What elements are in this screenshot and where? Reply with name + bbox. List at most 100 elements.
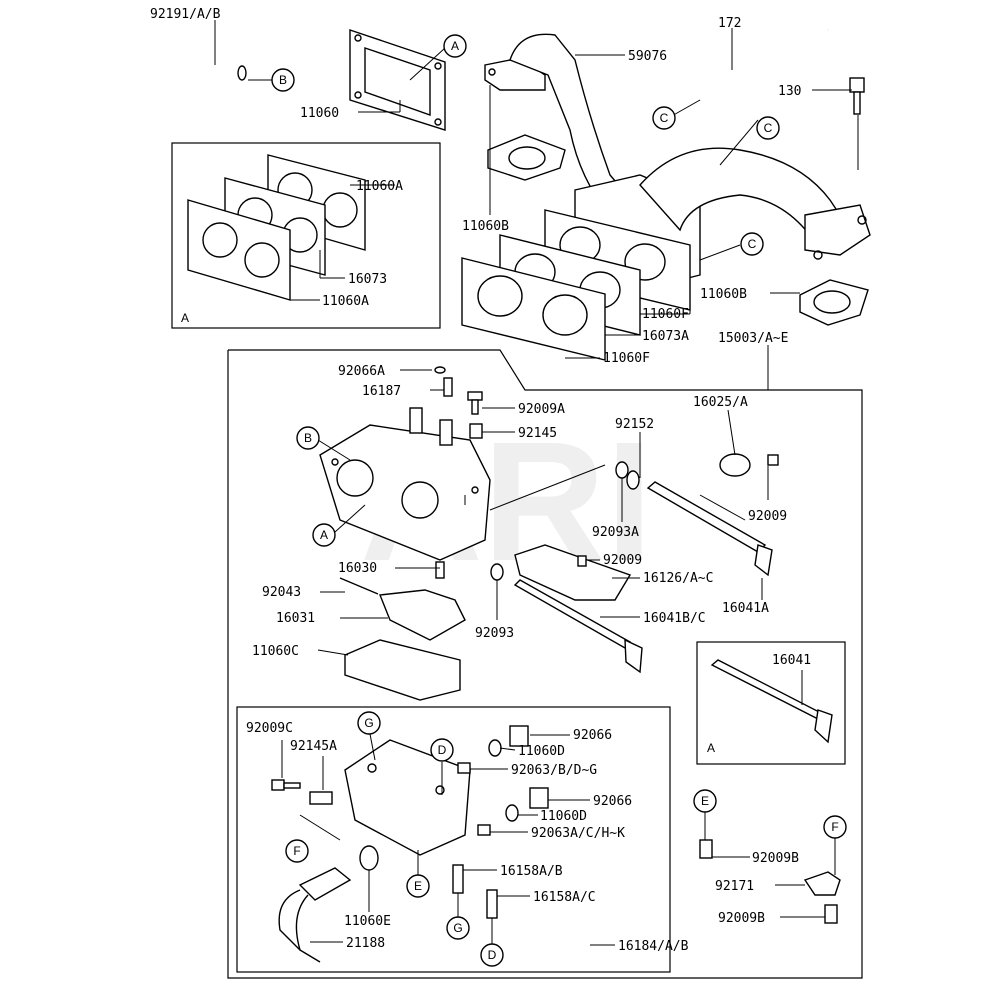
label-11060e: 11060E — [344, 914, 391, 929]
label-16025: 16025/A — [693, 395, 748, 410]
label-92063achk: 92063A/C/H~K — [531, 826, 625, 841]
callout-g-bowl: G — [357, 711, 381, 735]
part-labels: 92191/A/B 11060 59076 172 130 11060A 160… — [150, 7, 811, 954]
svg-text:B: B — [279, 73, 287, 87]
svg-text:D: D — [488, 948, 497, 962]
callout-e-right: E — [693, 789, 717, 813]
label-11060a-2: 11060A — [322, 294, 369, 309]
label-92009b-2: 92009B — [718, 911, 765, 926]
label-16158ab: 16158A/B — [500, 864, 563, 879]
svg-text:D: D — [438, 743, 447, 757]
label-92066-1: 92066 — [573, 728, 612, 743]
label-11060d-1: 11060D — [518, 744, 565, 759]
callout-b-carb: B — [296, 426, 320, 450]
label-11060d-2: 11060D — [540, 809, 587, 824]
callout-e-bowl: E — [406, 874, 430, 898]
screw-16158-1 — [452, 864, 464, 894]
gasket-11060c — [344, 639, 461, 701]
label-11060: 11060 — [300, 106, 339, 121]
jet-92063-2 — [477, 824, 491, 836]
float-16031 — [379, 589, 466, 641]
label-130: 130 — [778, 84, 801, 99]
stud-172 — [699, 28, 829, 102]
label-92191: 92191/A/B — [150, 7, 221, 22]
label-92063bdg: 92063/B/D~G — [511, 763, 597, 778]
carburetor-body — [319, 407, 491, 561]
bolt-92009b-2 — [824, 904, 838, 924]
label-92066-2: 92066 — [593, 794, 632, 809]
svg-text:B: B — [304, 431, 312, 445]
seal-92152 — [626, 470, 640, 490]
label-92066a: 92066A — [338, 364, 385, 379]
label-16073: 16073 — [348, 272, 387, 287]
shaft-16041a — [646, 481, 773, 577]
spring-92145a — [309, 791, 333, 805]
label-92152: 92152 — [615, 417, 654, 432]
gasket-11060 — [349, 29, 446, 131]
label-92145: 92145 — [518, 426, 557, 441]
label-92009-2: 92009 — [603, 553, 642, 568]
svg-text:C: C — [748, 237, 757, 251]
label-11060b-2: 11060B — [700, 287, 747, 302]
svg-text:F: F — [293, 844, 300, 858]
spring-92145 — [469, 423, 483, 439]
plug-92066-1 — [509, 725, 529, 747]
label-16126: 16126/A~C — [643, 571, 713, 586]
label-16041a: 16041A — [722, 601, 769, 616]
bolt-130 — [849, 77, 865, 115]
ring-11060d-1 — [488, 739, 502, 757]
label-92145a: 92145A — [290, 739, 337, 754]
callout-c-pipe-mid: C — [740, 232, 764, 256]
box-a-letter-shaft: A — [707, 741, 715, 755]
label-92009b-1: 92009B — [752, 851, 799, 866]
label-92171: 92171 — [715, 879, 754, 894]
svg-text:E: E — [414, 879, 422, 893]
callout-a-gasket: A — [443, 34, 467, 58]
screw-92009 — [767, 454, 779, 466]
label-16031: 16031 — [276, 611, 315, 626]
label-92043: 92043 — [262, 585, 301, 600]
label-21188: 21188 — [346, 936, 385, 951]
gasket-11060b-lower — [799, 279, 869, 326]
callout-f-bowl: F — [285, 839, 309, 863]
plate-16126 — [514, 544, 632, 601]
callout-b-hose: B — [271, 68, 295, 92]
plug-92066-2 — [529, 787, 549, 809]
svg-text:C: C — [764, 121, 773, 135]
label-92009a: 92009A — [518, 402, 565, 417]
label-11060f-1: 11060F — [642, 307, 689, 322]
bolt-92009b-1 — [699, 839, 713, 859]
callout-c-pipe-top: C — [756, 116, 780, 140]
valve-16025 — [719, 453, 751, 477]
svg-text:G: G — [453, 921, 462, 935]
shaft-16041bc — [513, 579, 643, 674]
carburetor-assembly-box — [227, 349, 863, 979]
callout-c-stud: C — [652, 106, 676, 130]
label-11060c: 11060C — [252, 644, 299, 659]
leader-lines — [214, 20, 859, 946]
washer-92093 — [490, 563, 504, 581]
gasket-11060b-upper — [487, 134, 566, 181]
label-59076: 59076 — [628, 49, 667, 64]
inset-box-a-gaskets — [171, 142, 441, 329]
screw-92009c — [271, 779, 301, 791]
label-16073a: 16073A — [642, 329, 689, 344]
ring-92066a — [434, 366, 446, 374]
svg-text:C: C — [660, 111, 669, 125]
label-16158ac: 16158A/C — [533, 890, 596, 905]
ring-11060d-2 — [505, 804, 519, 822]
washer-92093a — [615, 461, 629, 479]
label-92093: 92093 — [475, 626, 514, 641]
screw-92009a — [467, 391, 483, 415]
float-bowl — [344, 739, 471, 856]
label-16187: 16187 — [362, 384, 401, 399]
pin-92043 — [339, 577, 379, 595]
svg-text:E: E — [701, 794, 709, 808]
ring-11060e — [359, 845, 379, 871]
label-16184: 16184/A/B — [618, 939, 689, 954]
label-11060f-2: 11060F — [603, 351, 650, 366]
label-172: 172 — [718, 16, 741, 31]
float-bowl-box — [236, 706, 671, 973]
label-11060b-1: 11060B — [462, 219, 509, 234]
